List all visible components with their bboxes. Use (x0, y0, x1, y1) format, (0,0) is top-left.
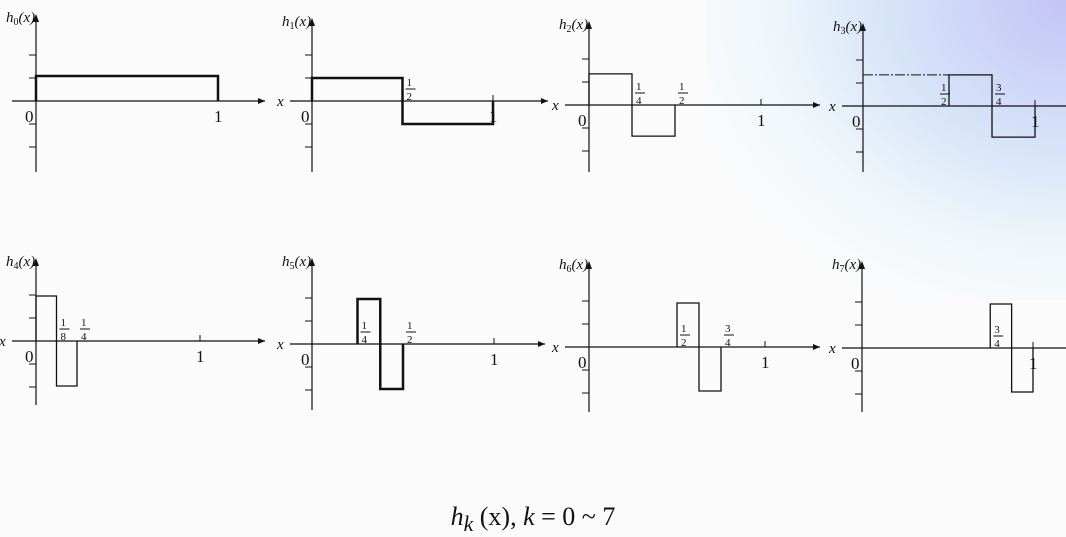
x-tick-label: 0 (25, 107, 34, 126)
x-tick-label: 1 (214, 107, 223, 126)
x-tick-label: 0 (25, 347, 34, 366)
background-gradient (706, 0, 1066, 300)
fraction-denominator: 4 (725, 337, 731, 349)
fraction-numerator: 1 (941, 82, 947, 94)
x-tick-label: 1 (490, 350, 499, 369)
caption-eq: = 0 ~ 7 (534, 502, 616, 531)
function-label: h1(x) (282, 14, 311, 32)
y-axis-arrow-icon (309, 258, 315, 266)
y-axis-arrow-icon (33, 258, 39, 266)
function-graph (676, 302, 722, 392)
function-label: h5(x) (282, 254, 311, 272)
fraction-numerator: 1 (407, 77, 413, 89)
fraction-numerator: 3 (994, 324, 1000, 336)
x-axis-label: x (828, 341, 836, 357)
panel-h0: h0(x) 0 1 (6, 10, 265, 172)
x-tick-label: 0 (301, 350, 310, 369)
panel-h6: h6(x) x 0 1 1 2 3 4 (551, 257, 820, 412)
fraction-numerator: 1 (679, 81, 685, 93)
function-label: h4(x) (6, 254, 35, 272)
function-label: h2(x) (559, 17, 588, 35)
fraction-denominator: 2 (407, 91, 413, 103)
panel-h5: h5(x) x 0 1 1 4 1 2 (276, 254, 545, 410)
y-axis-arrow-icon (586, 21, 592, 29)
function-graph (989, 303, 1034, 393)
panel-h4: h4(x) x 0 1 1 8 1 4 (0, 254, 265, 405)
fraction-numerator: 3 (725, 323, 731, 335)
function-graph (588, 73, 676, 137)
x-axis-arrow-icon (541, 98, 548, 104)
x-tick-label: 1 (761, 353, 770, 372)
caption-var: k (523, 502, 535, 531)
panel-h3: h3(x) x0 1 1 2 3 4 (828, 19, 1066, 172)
y-axis-arrow-icon (309, 18, 315, 26)
fraction-numerator: 1 (407, 320, 413, 332)
x-axis-label: x (551, 98, 559, 114)
x-axis-arrow-icon (258, 98, 265, 104)
fraction-denominator: 4 (362, 334, 368, 346)
fraction-denominator: 4 (994, 338, 1000, 350)
x-axis-arrow-icon (813, 102, 820, 108)
caption-fn: h (450, 502, 464, 531)
fraction-denominator: 8 (61, 331, 67, 343)
fraction-denominator: 2 (941, 96, 947, 108)
caption: hk (x), k = 0 ~ 7 (0, 502, 1066, 537)
fraction-denominator: 2 (681, 337, 687, 349)
fraction-numerator: 1 (362, 320, 368, 332)
fraction-numerator: 1 (636, 81, 642, 93)
y-axis-arrow-icon (859, 261, 865, 269)
fraction-denominator: 2 (407, 334, 413, 346)
y-axis-arrow-icon (860, 23, 866, 31)
fraction-denominator: 2 (679, 95, 685, 107)
fraction-denominator: 4 (996, 96, 1002, 108)
fraction-denominator: 4 (636, 95, 642, 107)
x-tick-label: 0 (852, 112, 861, 131)
x-axis-arrow-icon (538, 341, 545, 347)
caption-sub: k (463, 512, 474, 537)
x-tick-label: 1 (196, 347, 205, 366)
x-tick-label: 0 (578, 111, 587, 130)
fraction-denominator: 4 (81, 331, 87, 343)
caption-arg: (x), (473, 502, 524, 531)
x-tick-label: 1 (757, 111, 766, 130)
x-tick-label: 0 (851, 354, 860, 373)
x-tick-label: 1 (489, 107, 498, 126)
fraction-numerator: 1 (81, 317, 87, 329)
fraction-numerator: 3 (996, 82, 1002, 94)
function-graph (948, 74, 1036, 138)
y-axis-arrow-icon (586, 261, 592, 269)
x-axis-label: x (0, 334, 6, 350)
panel-h1: h1(x) x 0 1 1 2 (276, 14, 548, 172)
function-label: h3(x) (833, 19, 862, 37)
x-tick-label: 1 (1031, 112, 1040, 131)
x-tick-label: 0 (578, 353, 587, 372)
function-graph (356, 297, 405, 391)
panel-h2: h2(x) x 0 1 1 4 1 2 (551, 17, 820, 172)
x-axis-label: x (276, 337, 284, 353)
fraction-numerator: 1 (61, 317, 67, 329)
panel-h7: h7(x) x0 1 3 4 (828, 257, 1066, 412)
function-label: h0(x) (6, 10, 35, 28)
x-axis-arrow-icon (258, 338, 265, 344)
x-axis-label: x (828, 99, 836, 115)
x-axis-label: x (276, 94, 284, 110)
function-label: h6(x) (559, 257, 588, 275)
x-tick-label: 0 (301, 107, 310, 126)
x-axis-arrow-icon (813, 344, 820, 350)
fraction-numerator: 1 (681, 323, 687, 335)
function-graph (34, 74, 220, 101)
function-graph (310, 76, 495, 126)
function-graph (35, 295, 78, 387)
x-tick-label: 1 (1029, 354, 1038, 373)
function-label: h7(x) (832, 257, 861, 275)
y-axis-arrow-icon (33, 14, 39, 22)
x-axis-label: x (551, 340, 559, 356)
